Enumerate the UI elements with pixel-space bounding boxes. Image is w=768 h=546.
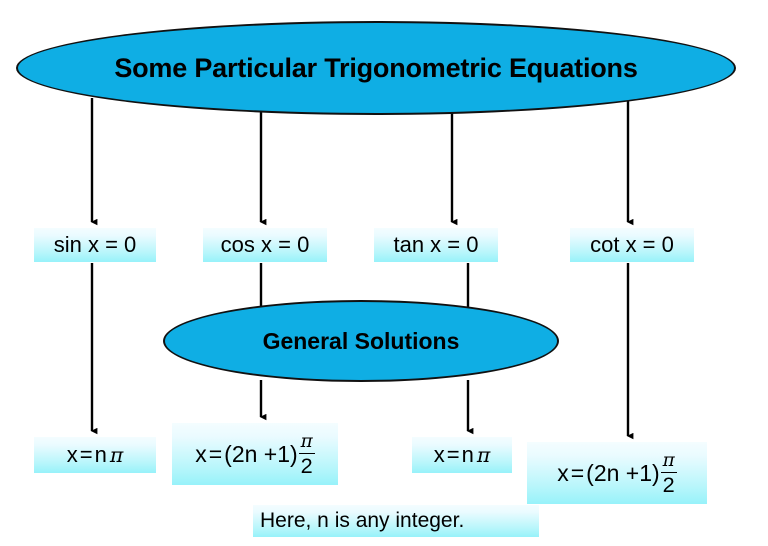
fraction-numerator-cos: π: [298, 431, 315, 454]
solution-equals-cos: =: [208, 440, 223, 467]
equation-label-sin: sin x = 0: [53, 232, 137, 257]
solution-coef-tan: n: [461, 442, 474, 467]
footnote-label: Here, n is any integer.: [260, 509, 465, 532]
equation-label-cos: cos x = 0: [220, 232, 310, 257]
solution-box-cot[interactable]: x = (2n +1) π 2: [527, 442, 707, 504]
solution-box-cos[interactable]: x = (2n +1) π 2: [172, 423, 338, 485]
fraction-denominator-cos: 2: [300, 452, 313, 478]
solution-lhs-cot: x: [557, 459, 569, 486]
solution-coef-sin: n: [94, 442, 107, 467]
general-solutions-ellipse: General Solutions: [163, 300, 559, 382]
solution-coef-cos: (2n +1): [224, 440, 298, 467]
fraction-numerator-cot: π: [660, 450, 677, 473]
equation-box-tan[interactable]: tan x = 0: [374, 228, 498, 262]
fraction-cos: π 2: [298, 431, 315, 478]
title-ellipse: Some Particular Trigonometric Equations: [16, 21, 736, 115]
footnote-box: Here, n is any integer.: [253, 505, 539, 537]
equation-label-tan: tan x = 0: [393, 232, 479, 257]
fraction-cot: π 2: [660, 450, 677, 497]
solution-equals-tan: =: [446, 442, 460, 467]
solution-box-tan[interactable]: x = n π: [412, 437, 512, 473]
equation-label-cot: cot x = 0: [590, 232, 674, 257]
solution-lhs-cos: x: [195, 440, 207, 467]
equation-box-cot[interactable]: cot x = 0: [570, 228, 694, 262]
solution-equals-cot: =: [570, 459, 585, 486]
general-solutions-label: General Solutions: [262, 327, 460, 354]
fraction-denominator-cot: 2: [662, 471, 675, 497]
equation-box-sin[interactable]: sin x = 0: [34, 228, 156, 262]
solution-equals-sin: =: [79, 442, 93, 467]
solution-box-sin[interactable]: x = n π: [34, 437, 156, 473]
equation-box-cos[interactable]: cos x = 0: [203, 228, 327, 262]
solution-coef-cot: (2n +1): [586, 459, 660, 486]
solution-lhs-sin: x: [66, 442, 78, 467]
solution-lhs-tan: x: [433, 442, 445, 467]
pi-symbol-sin: π: [109, 443, 124, 467]
pi-symbol-tan: π: [476, 443, 491, 467]
title-label: Some Particular Trigonometric Equations: [114, 52, 638, 83]
